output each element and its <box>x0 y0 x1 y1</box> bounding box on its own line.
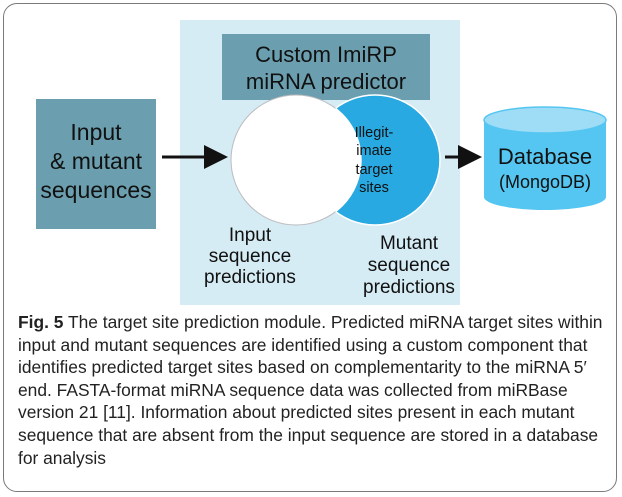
caption-text: The target site prediction module. Predi… <box>18 312 603 468</box>
overlap-line1: Illegit- <box>355 125 394 141</box>
predictor-title-line2: miRNA predictor <box>246 69 406 94</box>
figure-border <box>3 3 617 492</box>
input-predictions-line2: sequence <box>209 246 291 267</box>
figure-caption: Fig. 5 The target site prediction module… <box>18 311 608 469</box>
input-box-line3: sequences <box>40 177 151 203</box>
database-line1: Database <box>498 144 592 169</box>
input-predictions-line3: predictions <box>204 267 296 288</box>
input-box-line2: & mutant <box>50 148 143 174</box>
predictor-title-line1: Custom ImiRP <box>255 42 397 67</box>
predictor-title-box <box>222 34 430 100</box>
mutant-predictions-line3: predictions <box>363 277 455 298</box>
input-predictions-line1: Input <box>229 225 272 246</box>
database-line2: (MongoDB) <box>499 172 591 192</box>
overlap-line4: sites <box>359 180 389 196</box>
mutant-predictions-line2: sequence <box>368 255 450 276</box>
mutant-predictions-line1: Mutant <box>380 233 439 254</box>
input-sequences-box <box>36 99 156 229</box>
figure-label: Fig. 5 <box>18 312 64 332</box>
overlap-line2: imate <box>356 143 391 159</box>
overlap-line3: target <box>355 162 392 178</box>
database-cylinder-top <box>483 106 607 134</box>
input-box-line1: Input <box>70 119 122 145</box>
database-cylinder <box>484 120 606 210</box>
prediction-module-diagram: Custom ImiRP miRNA predictor Input & mut… <box>36 20 607 305</box>
venn-overlap-outline <box>310 95 362 225</box>
